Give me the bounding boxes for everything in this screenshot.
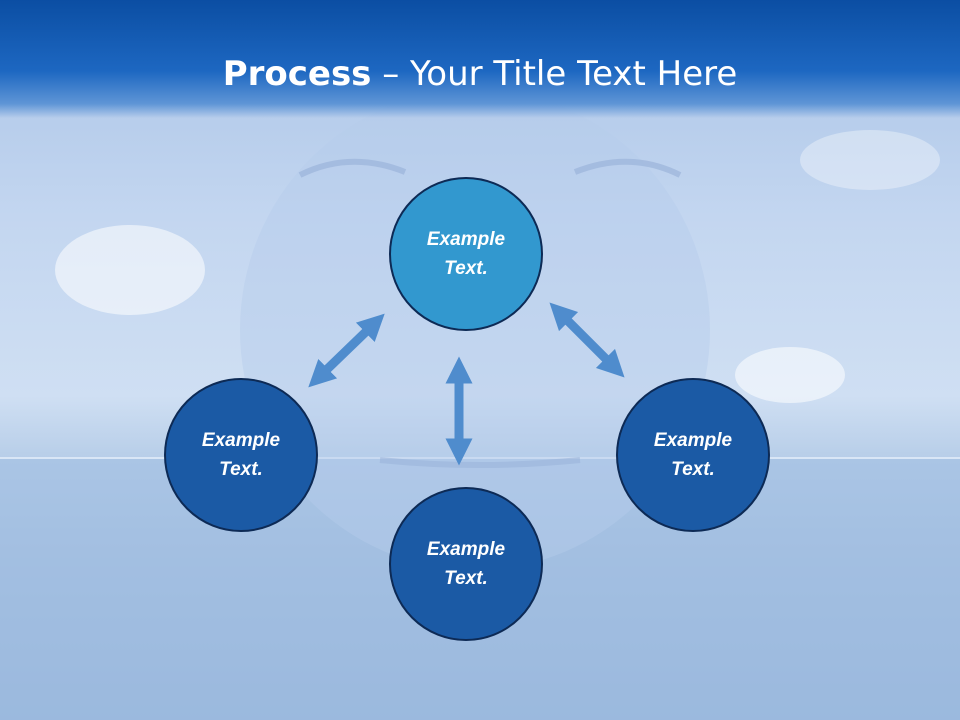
node-bottom-label: Example Text. [426, 539, 506, 589]
face-mouth [379, 457, 581, 468]
node-left: Example Text. [164, 378, 318, 532]
node-right-label: Example Text. [653, 430, 733, 480]
node-left-label: Example Text. [201, 430, 281, 480]
arrow-top-left [308, 313, 385, 388]
arrow-top-right [549, 302, 625, 378]
face-left-eye [298, 158, 407, 178]
face-right-eye [573, 158, 682, 178]
node-right: Example Text. [616, 378, 770, 532]
node-bottom: Example Text. [389, 487, 543, 641]
title-rest: – Your Title Text Here [371, 54, 738, 94]
node-top: Example Text. [389, 177, 543, 331]
cloud-right [735, 347, 845, 403]
title-bar [0, 0, 960, 118]
slide-title: Process – Your Title Text Here [0, 52, 960, 96]
node-top-label: Example Text. [426, 229, 506, 279]
cloud-top-right [800, 130, 940, 190]
title-bold: Process [222, 54, 372, 94]
cloud-left [55, 225, 205, 315]
